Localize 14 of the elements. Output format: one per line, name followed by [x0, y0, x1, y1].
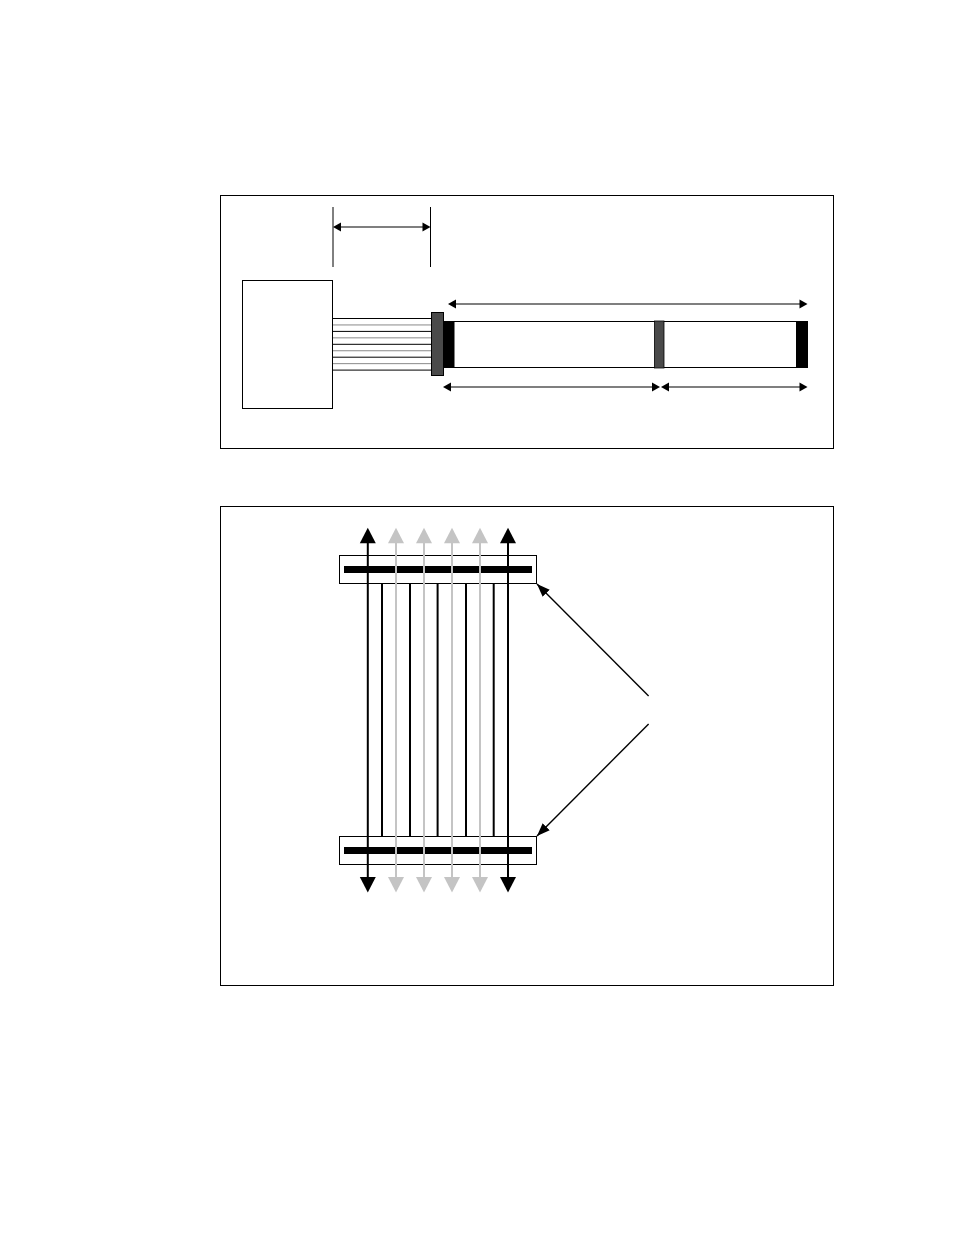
signal-line: [436, 583, 439, 837]
connector-block: [338, 835, 537, 865]
signal-line: [381, 583, 383, 837]
leader-arrow: [536, 723, 650, 837]
signal-line: [465, 583, 467, 837]
figure-panel: [220, 506, 834, 986]
connector-block: [430, 311, 444, 376]
figure-panel: [220, 195, 834, 449]
device-box: [241, 279, 333, 409]
ribbon-cable: [332, 318, 432, 371]
leader-arrow: [536, 583, 650, 697]
signal-line: [409, 583, 411, 837]
signal-line: [492, 583, 495, 837]
connector-block: [338, 554, 537, 584]
